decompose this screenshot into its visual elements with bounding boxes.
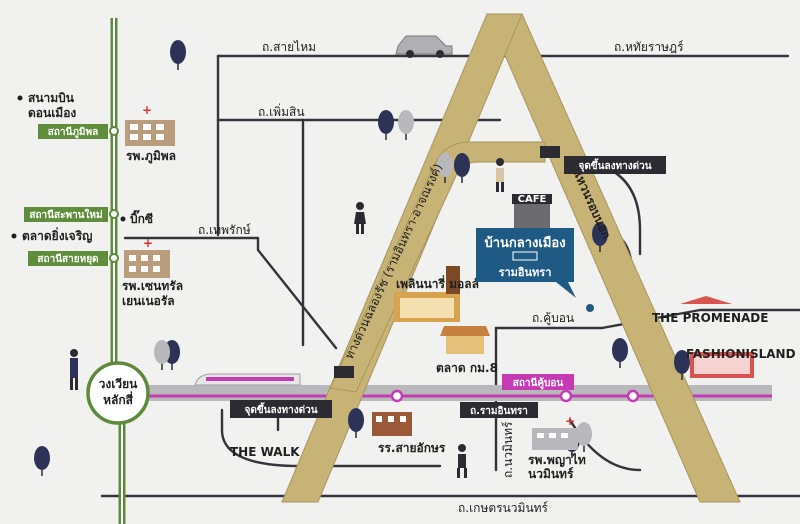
tree-icon — [170, 40, 186, 70]
tree-icon — [592, 222, 608, 252]
pink-station-dot-2 — [559, 389, 573, 403]
mall-icon — [394, 266, 460, 322]
svg-text:สถานีสะพานใหม่: สถานีสะพานใหม่ — [29, 208, 102, 221]
tree-icon — [576, 422, 592, 452]
hospital-bhumibol-icon: + — [125, 103, 175, 146]
cafe-icon: CAFE — [512, 194, 552, 228]
label-airport-1: สนามบิน — [28, 91, 75, 105]
green-line — [109, 18, 126, 524]
tree-icon — [154, 340, 170, 370]
person-icon-1 — [70, 349, 78, 390]
label-the-promenade: THE PROMENADE — [652, 311, 768, 325]
circle-label-2: หลักสี่ — [103, 391, 134, 407]
svg-text:สถานีคู้บอน: สถานีคู้บอน — [513, 377, 564, 390]
tree-icon — [454, 153, 470, 183]
station-tag-bhumibol: สถานีภูมิพล — [38, 124, 108, 139]
person-icon-2 — [354, 202, 366, 234]
label-fashion-island: FASHIONISLAND — [686, 347, 796, 361]
expressway — [281, 13, 741, 503]
tag-entry-north: จุดขึ้นลงทางด่วน — [564, 156, 666, 174]
station-tag-sai-yud: สถานีสายหยุด — [28, 251, 108, 266]
tree-icon — [674, 350, 690, 380]
project-location-dot — [586, 304, 594, 312]
green-station-dot-1 — [109, 126, 119, 136]
svg-text:ถ.รามอินทรา: ถ.รามอินทรา — [470, 405, 528, 417]
label-market-ying: ตลาดยิ่งเจริญ — [22, 227, 92, 243]
label-school: รร.สายอักษร — [378, 441, 446, 455]
car-icon — [395, 35, 453, 58]
tree-icon — [348, 408, 364, 438]
label-fashion-mall: เพลินนารี่ มอลล์ — [396, 275, 479, 291]
circle-label-1: วงเวียน — [99, 377, 138, 391]
person-icon-4 — [457, 444, 467, 478]
project-name-line2: รามอินทรา — [499, 266, 552, 279]
green-station-dot-3 — [109, 253, 119, 263]
project-marker[interactable]: บ้านกลางเมือง รามอินทรา — [476, 228, 594, 312]
hospital-central-icon: + — [124, 236, 170, 278]
tag-entry-south: จุดขึ้นลงทางด่วน — [230, 400, 332, 418]
svg-text:จุดขึ้นลงทางด่วน: จุดขึ้นลงทางด่วน — [244, 402, 317, 416]
label-airport-2: ดอนเมือง — [28, 106, 76, 120]
svg-text:CAFE: CAFE — [518, 194, 547, 205]
label-the-walk: THE WALK — [230, 445, 300, 459]
label-phoem-sin: ถ.เพิ่มสิน — [258, 103, 305, 119]
road-network — [100, 54, 800, 498]
road-walk-loop — [220, 408, 442, 468]
label-nawamin: ถ.นวมินทร์ — [501, 421, 515, 478]
label-central-hospital-2: เยนเนอรัล — [122, 294, 175, 308]
label-ku-bon: ถ.คู้บอน — [532, 311, 574, 326]
svg-text:สถานีสายหยุด: สถานีสายหยุด — [37, 253, 98, 265]
label-kaset-nawamin: ถ.เกษตรนวมินทร์ — [458, 501, 549, 515]
tag-khubon-station: สถานีคู้บอน — [502, 374, 574, 390]
svg-text:+: + — [142, 103, 152, 117]
station-tag-saphan-mai: สถานีสะพานใหม่ — [24, 207, 108, 222]
label-phyathai-1: รพ.พญาไท — [528, 452, 586, 467]
label-central-hospital-1: รพ.เซนทรัล — [122, 279, 183, 293]
train-icon — [194, 373, 301, 386]
svg-text:+: + — [143, 236, 153, 250]
market-icon — [440, 326, 490, 354]
promenade-icon — [680, 296, 754, 378]
label-market-km8: ตลาด กม.8 — [436, 361, 498, 375]
road-thep-rak — [123, 236, 338, 350]
project-name-line1: บ้านกลางเมือง — [484, 235, 565, 251]
label-big-c: บิ๊กซี — [130, 209, 153, 226]
tree-icon — [378, 110, 394, 140]
label-thep-rak: ถ.เทพรักษ์ — [198, 223, 251, 237]
svg-text:สถานีภูมิพล: สถานีภูมิพล — [48, 126, 99, 139]
svg-text:+: + — [565, 414, 575, 428]
pink-station-dot-3 — [626, 389, 640, 403]
label-bhumibol-hospital: รพ.ภูมิพล — [126, 149, 176, 164]
pink-station-dot-1 — [390, 389, 404, 403]
green-station-dot-2 — [109, 209, 119, 219]
project-logo — [512, 251, 538, 261]
tree-icon — [437, 153, 453, 183]
hospital-phyathai-icon: + — [532, 414, 578, 450]
person-icon-3 — [496, 158, 504, 192]
label-phyathai-2: นวมินทร์ — [528, 467, 574, 481]
svg-text:จุดขึ้นลงทางด่วน: จุดขึ้นลงทางด่วน — [578, 158, 651, 172]
school-icon — [372, 412, 412, 436]
tree-icon — [612, 338, 628, 368]
tree-icon — [34, 446, 50, 476]
tree-icon — [398, 110, 414, 140]
tag-ram-inthra: ถ.รามอินทรา — [460, 402, 538, 418]
label-sai-mai: ถ.สายไหม — [262, 40, 316, 54]
lak-si-circle: วงเวียน หลักสี่ — [86, 361, 150, 425]
label-phahon: ถ.หทัยราษฎร์ — [614, 40, 684, 54]
